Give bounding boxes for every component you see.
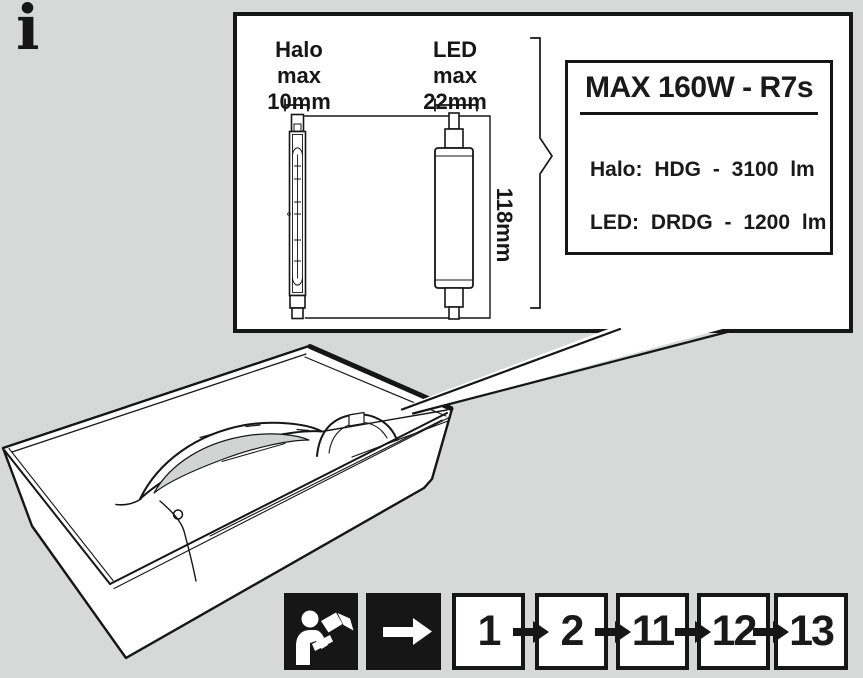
- step-label: 11: [631, 607, 675, 655]
- arrow-right-icon: [383, 618, 432, 645]
- led-label-name: LED: [433, 37, 477, 62]
- step-strip: 1 2 11 12 13: [283, 593, 849, 670]
- halo-label: Halo max 10mm: [247, 37, 351, 115]
- info-icon: i: [16, 0, 40, 64]
- length-reference-frame: [304, 115, 491, 319]
- halogen-lamp-icon: [287, 113, 307, 320]
- read-manual-icon: [296, 610, 354, 665]
- length-dimension-label: 118mm: [492, 187, 517, 263]
- step-arrow-icon: [753, 621, 789, 643]
- step-arrow-icon: [675, 621, 711, 643]
- length-dimension-line: [530, 37, 554, 309]
- dimension-marker-halo: [284, 98, 309, 112]
- step-box-1: 1: [452, 593, 525, 670]
- step-label: 2: [560, 607, 585, 655]
- arrow-tile: [366, 593, 441, 670]
- spec-title: MAX 160W - R7s: [584, 71, 814, 104]
- spec-box: MAX 160W - R7s Halo: HDG - 3100 lm LED: …: [565, 60, 833, 255]
- halo-label-name: Halo: [275, 37, 323, 62]
- spec-row-halo: Halo: HDG - 3100 lm: [590, 158, 815, 181]
- step-label: 1: [477, 607, 502, 655]
- dimension-marker-led: [434, 98, 478, 112]
- spec-row-led: LED: DRDG - 1200 lm: [590, 211, 827, 234]
- step-arrow-icon: [595, 621, 631, 643]
- spec-divider: [580, 112, 818, 115]
- step-label: 13: [789, 607, 835, 655]
- led-lamp-icon: [434, 112, 474, 320]
- step-arrow-icon: [513, 621, 549, 643]
- callout-wedge: [400, 325, 737, 415]
- step-label: 12: [711, 607, 758, 655]
- halo-label-max: max 10mm: [267, 63, 331, 114]
- lamp-size-diagram: [284, 37, 554, 320]
- lamp-callout-panel: Halo max 10mm LED max 22mm: [233, 12, 853, 333]
- read-manual-tile: [284, 593, 358, 670]
